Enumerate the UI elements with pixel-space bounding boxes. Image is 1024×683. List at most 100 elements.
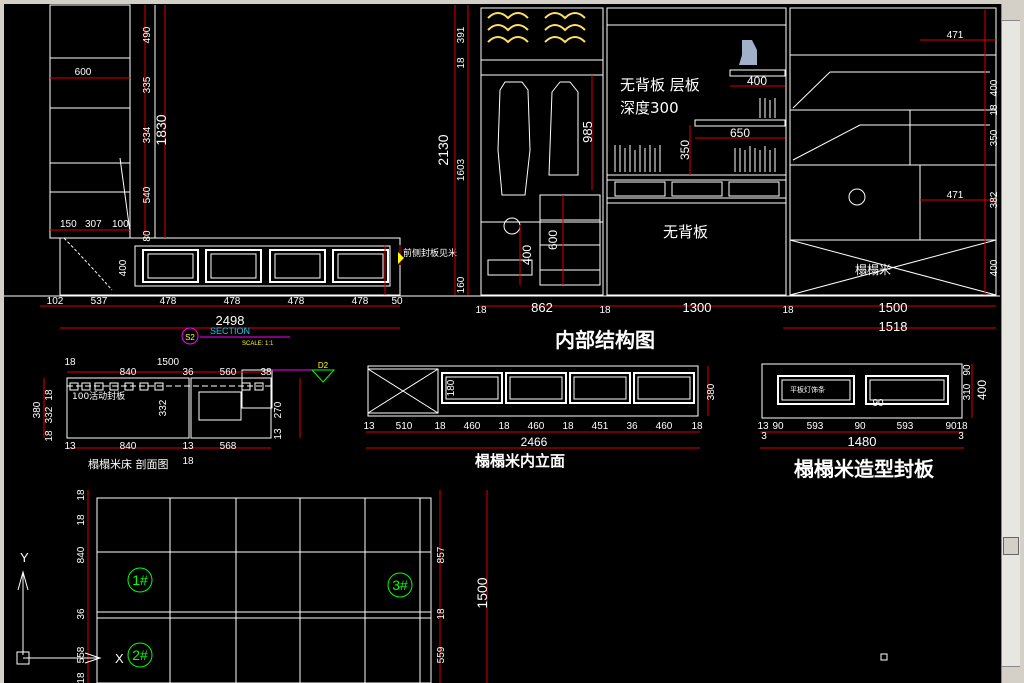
svg-text:335: 335 <box>142 76 153 93</box>
svg-text:38: 38 <box>260 367 272 378</box>
note-no-back: 无背板 <box>663 223 708 241</box>
mid-dimension-lines <box>454 5 996 329</box>
title-tatami-panel: 榻榻米造型封板 <box>794 457 935 481</box>
panel-small-left: 3 <box>761 431 767 442</box>
svg-text:18: 18 <box>456 57 467 69</box>
section-side-dims: 380 18 332 18 <box>32 389 55 442</box>
svg-text:D2: D2 <box>318 361 329 370</box>
svg-text:332: 332 <box>44 406 55 423</box>
note-movable-cover: 100活动封板 <box>72 390 125 402</box>
panel-total: 1480 <box>848 434 877 449</box>
dim-1830: 1830 <box>153 114 169 145</box>
dim-400-shelf: 400 <box>747 74 767 88</box>
section-scale: SCALE: 1:1 <box>242 341 274 347</box>
svg-text:862: 862 <box>531 300 553 315</box>
svg-text:400: 400 <box>989 79 1000 96</box>
svg-text:560: 560 <box>220 367 237 378</box>
svg-text:18: 18 <box>76 514 87 526</box>
svg-text:558: 558 <box>76 646 87 663</box>
svg-text:90: 90 <box>854 421 866 432</box>
left-small-row: 150 307 100 <box>60 219 129 230</box>
mid-left-vals: 391 18 1603 160 <box>456 26 467 293</box>
svg-text:80: 80 <box>142 230 153 242</box>
dim-471a: 471 <box>947 30 964 41</box>
wardrobe-section-1 <box>480 7 604 296</box>
svg-text:36: 36 <box>182 367 194 378</box>
svg-text:50: 50 <box>391 296 403 307</box>
panel-inner: 90 <box>872 398 884 409</box>
note-light-strip: 平板灯饰条 <box>790 385 825 394</box>
elev-inner: 180 <box>446 379 457 396</box>
svg-text:13: 13 <box>182 441 194 452</box>
bottom-left-dims: 18 18 840 36 558 18 <box>76 489 87 683</box>
svg-text:1300: 1300 <box>683 300 712 315</box>
svg-text:568: 568 <box>220 441 237 452</box>
scroll-thumb[interactable] <box>1003 537 1019 555</box>
vertical-scrollbar[interactable] <box>1001 4 1021 683</box>
svg-text:540: 540 <box>142 186 153 203</box>
svg-text:90: 90 <box>945 421 957 432</box>
svg-text:90: 90 <box>962 364 973 376</box>
svg-text:510: 510 <box>396 421 413 432</box>
svg-text:391: 391 <box>456 26 467 43</box>
dim-2498: 2498 <box>216 313 245 328</box>
tatami-panel <box>760 363 973 449</box>
section-top-dims: 18 840 36 560 38 <box>64 357 272 378</box>
svg-text:13: 13 <box>64 441 76 452</box>
svg-text:478: 478 <box>352 296 369 307</box>
svg-text:18: 18 <box>498 421 510 432</box>
svg-text:13: 13 <box>273 428 284 440</box>
svg-text:270: 270 <box>273 401 284 418</box>
svg-text:18: 18 <box>44 430 55 442</box>
svg-text:18: 18 <box>434 421 446 432</box>
window-right-border <box>1020 0 1024 683</box>
section-marker-s2[interactable] <box>181 327 199 345</box>
dim-650: 650 <box>730 126 750 140</box>
svg-text:490: 490 <box>142 26 153 43</box>
svg-text:102: 102 <box>47 296 64 307</box>
section-bottom-dims: 13 840 13 568 18 <box>64 441 236 467</box>
window-top-border <box>0 0 1024 4</box>
svg-text:460: 460 <box>656 421 673 432</box>
bottom-grid-elevation <box>87 490 488 683</box>
svg-text:90: 90 <box>772 421 784 432</box>
svg-text:36: 36 <box>626 421 638 432</box>
svg-text:18: 18 <box>182 456 194 467</box>
note-tatami: 榻榻米 <box>855 263 891 277</box>
scroll-up-button[interactable] <box>1002 4 1021 21</box>
bottom-right-dims: 857 18 559 <box>436 546 447 663</box>
svg-text:334: 334 <box>142 126 153 143</box>
ucs-icon: Y X <box>16 550 124 666</box>
svg-text:307: 307 <box>85 219 102 230</box>
svg-text:18: 18 <box>562 421 574 432</box>
left-col-dims: 490 335 334 540 80 400 <box>118 26 153 276</box>
svg-text:400: 400 <box>989 259 1000 276</box>
dim-1518: 1518 <box>879 319 908 334</box>
svg-text:13: 13 <box>363 421 375 432</box>
svg-text:460: 460 <box>464 421 481 432</box>
svg-text:840: 840 <box>76 546 87 563</box>
scroll-down-button[interactable] <box>1002 666 1021 683</box>
svg-text:332: 332 <box>158 399 169 416</box>
title-tatami-elevation: 榻榻米内立面 <box>475 452 565 470</box>
svg-text:1#: 1# <box>132 572 148 588</box>
section-1500: 1500 <box>157 357 180 368</box>
note-no-back-shelf: 无背板 层板 <box>620 76 700 94</box>
dim-2130: 2130 <box>435 134 451 165</box>
grid-markers: 1# 3# 2# <box>127 567 413 668</box>
svg-text:840: 840 <box>120 367 137 378</box>
dim-350: 350 <box>678 140 692 160</box>
svg-text:478: 478 <box>160 296 177 307</box>
side-panel-note: 前侧封板见米 <box>403 247 457 259</box>
elev-row: 13 510 18 460 18 460 18 451 36 460 18 <box>363 421 703 432</box>
top-bottom-row-dims: 102 537 478 478 478 478 50 <box>47 296 403 307</box>
cursor-pickbox <box>880 653 888 661</box>
window-left-border <box>0 0 4 683</box>
svg-text:18: 18 <box>956 421 968 432</box>
svg-text:1500: 1500 <box>879 300 908 315</box>
svg-text:310: 310 <box>962 383 973 400</box>
svg-text:460: 460 <box>528 421 545 432</box>
svg-text:559: 559 <box>436 646 447 663</box>
